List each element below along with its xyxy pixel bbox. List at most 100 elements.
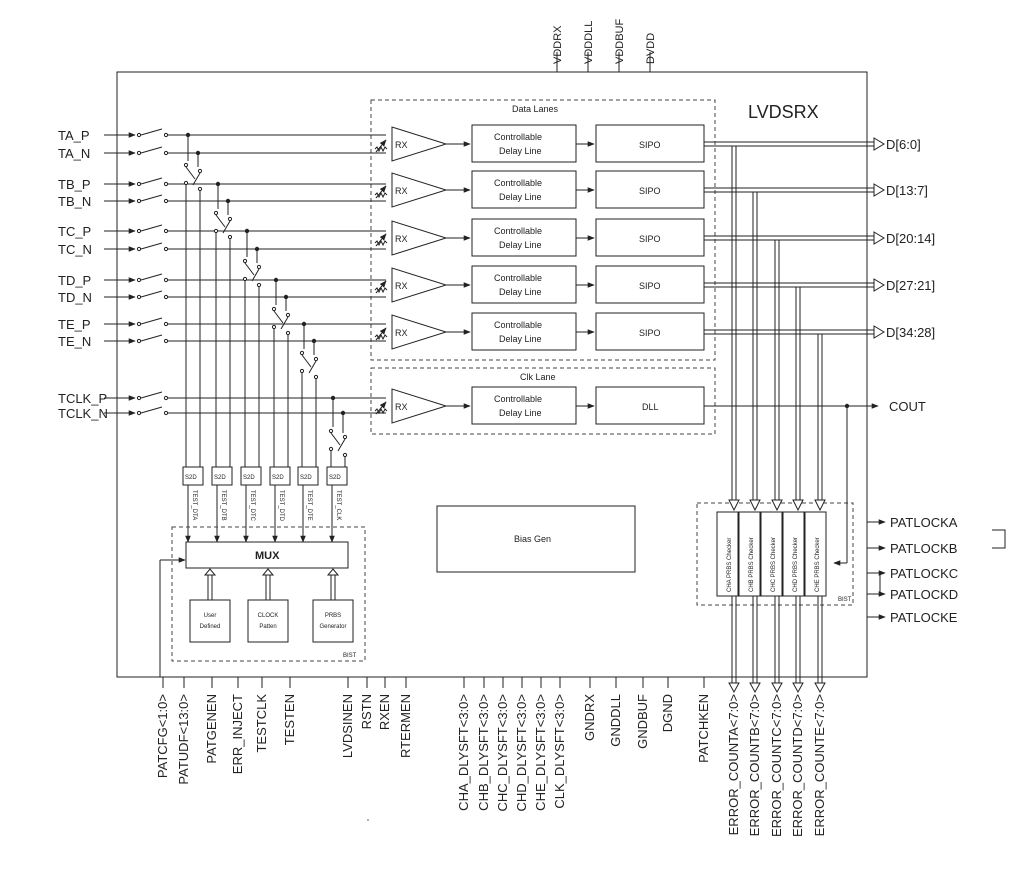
- bottom-pin-label: CHD_DLYSFT<3:0>: [514, 694, 529, 812]
- delay-line-block: [471, 218, 577, 257]
- bias-gen-label: Bias Gen: [514, 534, 551, 544]
- bottom-pin: PATUDF<13:0>: [176, 677, 191, 785]
- bottom-pin-label: ERROR_COUNTC<7:0>: [769, 694, 784, 837]
- output-label: D[27:21]: [886, 278, 935, 293]
- bottom-pin-label: RTERMEN: [398, 694, 413, 758]
- input-pin-label: TD_P: [58, 273, 91, 288]
- rx-label: RX: [395, 234, 408, 244]
- bottom-pin: TESTEN: [282, 677, 297, 745]
- prbs-checker: CHC PRBS Checker: [760, 511, 783, 694]
- bottom-pin: RSTN: [359, 677, 374, 729]
- pattern-source-label: User: [204, 613, 217, 619]
- output-label: D[34:28]: [886, 325, 935, 340]
- rx-amplifier: [391, 220, 448, 256]
- s2d-block: [211, 466, 233, 486]
- prbs-checker: CHD PRBS Checker: [782, 511, 805, 694]
- rx-label: RX: [395, 140, 408, 150]
- bottom-pin: RTERMEN: [398, 677, 413, 758]
- patlock-label: PATLOCKB: [890, 541, 957, 556]
- s2d-label: S2D: [185, 475, 197, 481]
- rx-amplifier: [391, 267, 448, 303]
- bist-label-left: BIST: [343, 653, 357, 659]
- s2d-converters: S2DTEST_DTAS2DTEST_DTBS2DTEST_DTCS2DTEST…: [182, 466, 348, 543]
- data-lanes-label: Data Lanes: [512, 104, 559, 114]
- s2d-block: [182, 466, 204, 486]
- input-pin-label: TA_N: [58, 146, 90, 161]
- supply-pin: VDDDLL: [583, 21, 595, 64]
- bottom-pin-label: GNDDLL: [608, 694, 623, 747]
- sipo-block: [595, 312, 705, 351]
- mux-label: MUX: [255, 550, 280, 562]
- prbs-checker: CHE PRBS Checker: [804, 511, 827, 694]
- prbs-checker-block: [804, 511, 827, 597]
- input-pin-label: TE_N: [58, 334, 91, 349]
- input-pair: TC_PTC_N: [58, 224, 386, 257]
- bottom-pin: CHC_DLYSFT<3:0>: [495, 677, 510, 812]
- bottom-pin-label: CLK_DLYSFT<3:0>: [552, 694, 567, 809]
- rx-label: RX: [395, 402, 408, 412]
- bottom-pin: GNDBUF: [635, 677, 650, 749]
- data-outputs: D[6:0] D[13:7] D[20:14] D[27:21] D[34:28]: [704, 137, 935, 512]
- pattern-source-label: Patten: [259, 624, 276, 630]
- bottom-pin-label: PATCHKEN: [696, 694, 711, 763]
- prbs-checker-label: CHD PRBS Checker: [793, 537, 799, 592]
- bottom-pin-label: ERROR_COUNTB<7:0>: [747, 694, 762, 836]
- prbs-checker: CHA PRBS Checker: [716, 511, 740, 694]
- delay-line-label: Delay Line: [499, 408, 542, 418]
- delay-line-block: [471, 170, 577, 209]
- bist-pattern-group: [171, 526, 366, 662]
- bottom-pin: DGND: [660, 677, 675, 732]
- rx-amplifier: [391, 314, 448, 350]
- prbs-checker-block: [738, 511, 761, 597]
- patlock-output: PATLOCKD: [867, 587, 958, 602]
- bottom-pin: CHA_DLYSFT<3:0>: [456, 677, 471, 811]
- pattern-source-block: [247, 599, 289, 643]
- output-label: D[6:0]: [886, 137, 921, 152]
- patlock-output: PATLOCKA: [867, 515, 958, 530]
- prbs-checker-label: CHA PRBS Checker: [727, 538, 733, 592]
- supply-pin: DVDD: [645, 33, 657, 64]
- cout-net: COUT: [704, 399, 926, 566]
- clk-lane-group: [370, 367, 716, 435]
- patlock-label: PATLOCKC: [890, 566, 958, 581]
- s2d-block: [297, 466, 319, 486]
- prbs-checker-block: [760, 511, 783, 597]
- pattern-source-block: [312, 599, 354, 643]
- s2d-label: S2D: [243, 475, 255, 481]
- prbs-checker-block: [716, 511, 739, 597]
- bottom-pin: GNDDLL: [608, 677, 623, 747]
- input-pin-label: TC_N: [58, 242, 92, 257]
- rx-label: RX: [395, 186, 408, 196]
- bottom-pin-label: GNDBUF: [635, 694, 650, 749]
- output-label: D[20:14]: [886, 231, 935, 246]
- sipo-label: SIPO: [639, 281, 661, 291]
- test-net-label: TEST_DTE: [306, 490, 312, 521]
- pattern-source-label: PRBS: [325, 613, 341, 619]
- bottom-pin-label: ERROR_COUNTD<7:0>: [790, 694, 805, 837]
- bist-label-right: BIST: [838, 597, 852, 603]
- sipo-label: SIPO: [639, 186, 661, 196]
- input-pin-label: TB_P: [58, 177, 91, 192]
- sipo-block: [595, 124, 705, 163]
- cout-label: COUT: [889, 399, 926, 414]
- test-net-label: TEST_DTB: [220, 490, 226, 521]
- bottom-pin: ERROR_COUNTB<7:0>: [747, 694, 762, 836]
- bottom-pin-label: CHA_DLYSFT<3:0>: [456, 694, 471, 811]
- output-label: D[13:7]: [886, 183, 928, 198]
- delay-line-block: [471, 386, 577, 425]
